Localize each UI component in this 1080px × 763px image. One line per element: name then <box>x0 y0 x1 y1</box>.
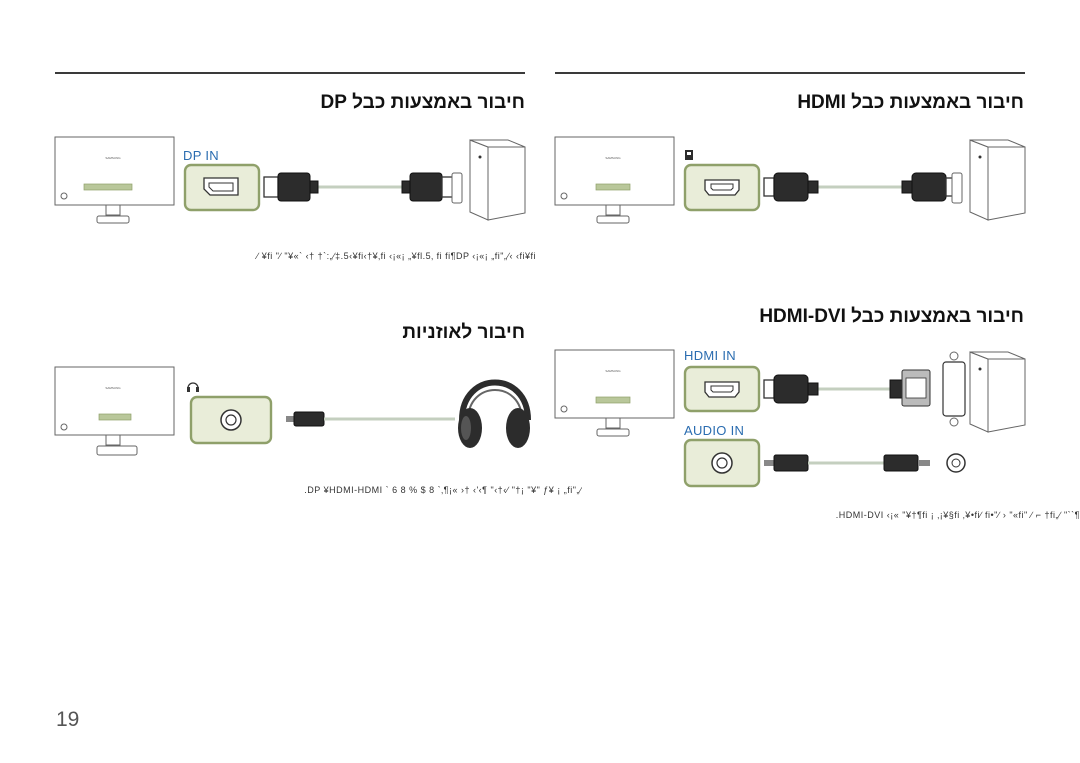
hdmi-dvi-note: .HDMI-DVI ‹¡« "¥†¶fi ¡ ‚¡¥§fi ‚¥•fi∕ fi•… <box>835 510 1080 520</box>
headphones-section-title: חיבור לאוזניות <box>402 322 525 343</box>
pc-tower-icon <box>969 351 1026 433</box>
headphone-symbol-icon <box>187 382 199 392</box>
hdmi-plug <box>763 374 819 404</box>
dvi-connector-icon <box>889 351 966 427</box>
svg-text:SAMSUNG: SAMSUNG <box>105 386 121 390</box>
hdmi-in-label: HDMI IN <box>684 348 736 363</box>
section-divider-right <box>555 72 1025 74</box>
headphones-icon <box>458 379 531 448</box>
page-number: 19 <box>56 708 80 731</box>
headphones-note: .DP ¥HDMI-HDMI ` 6 8 % $ 8 `‚¶¡« ›† ‹'‹¶… <box>304 485 582 495</box>
headphone-jack-icon <box>189 395 273 445</box>
hdmi-section-title: חיבור באמצעות כבל HDMI <box>797 92 1024 113</box>
pc-tower-icon <box>951 139 1026 221</box>
audio-jack-icon <box>683 438 761 488</box>
hdmi-symbol-icon <box>685 150 693 160</box>
dp-plug-left <box>263 172 319 202</box>
monitor-icon: SAMSUNG <box>54 136 175 224</box>
monitor-icon: SAMSUNG <box>554 136 675 224</box>
svg-text:SAMSUNG: SAMSUNG <box>605 156 621 160</box>
hdmi-port-icon <box>683 365 761 413</box>
hdmi-plug-left <box>763 172 819 202</box>
dp-port-icon <box>183 163 261 212</box>
hdmi-dvi-section-title: חיבור באמצעות כבל HDMI-DVI <box>759 306 1024 327</box>
pc-tower-icon <box>451 139 526 221</box>
dp-section-title: חיבור באמצעות כבל DP <box>320 92 525 113</box>
dp-in-label: DP IN <box>183 148 219 163</box>
svg-text:SAMSUNG: SAMSUNG <box>105 156 121 160</box>
monitor-icon: SAMSUNG <box>54 366 175 456</box>
dp-note: ∕ ¥fi "∕ "¥«` ‹† †`:„∕‡.5‹¥fi‹†¥‚fi ‹¡«¡… <box>256 251 536 261</box>
svg-text:SAMSUNG: SAMSUNG <box>605 369 621 373</box>
hdmi-port-icon <box>683 163 761 212</box>
audio-cable <box>764 453 966 473</box>
monitor-icon: SAMSUNG <box>554 349 675 437</box>
hdmi-plug-right <box>901 172 957 202</box>
audio-in-label: AUDIO IN <box>684 423 745 438</box>
section-divider-left <box>55 72 525 74</box>
